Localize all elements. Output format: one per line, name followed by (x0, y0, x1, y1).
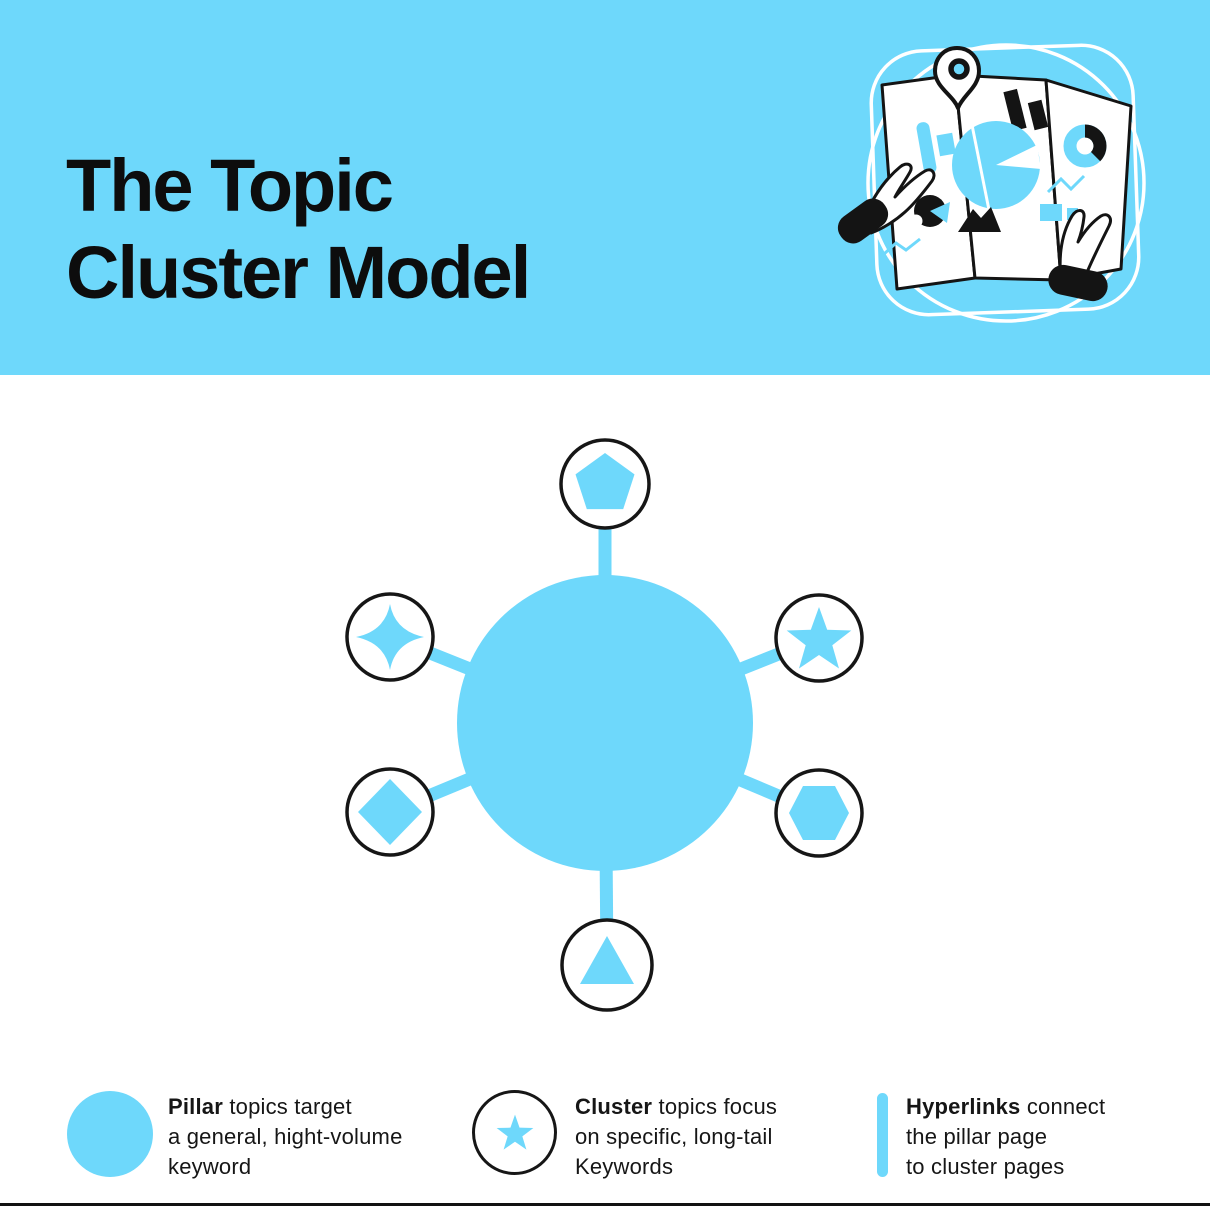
bar-chart-icon (1003, 88, 1027, 132)
mountains-icon (958, 207, 1001, 232)
map-middle-panel-charts (952, 88, 1049, 232)
five-point-star-icon (786, 607, 852, 669)
map-illustration (837, 43, 1146, 323)
pentagon-icon (575, 453, 635, 510)
triangle-icon (580, 936, 634, 984)
legend-cluster-line2: on specific, long-tail (575, 1124, 773, 1149)
five-point-star-icon (496, 1114, 533, 1150)
legend-hyperlinks-line3: to cluster pages (906, 1154, 1065, 1179)
cluster-shapes (356, 453, 852, 984)
map-left-panel-charts (882, 122, 956, 256)
page-title: The Topic Cluster Model (66, 142, 531, 316)
rounded-square-outline (869, 43, 1141, 317)
legend-cluster-lead: Cluster (575, 1094, 653, 1119)
legend-item-cluster: Cluster topics focus on specific, long-t… (575, 1092, 777, 1182)
legend-cluster-star-circle-icon (472, 1090, 557, 1175)
legend-hyperlinks-line1: connect (1026, 1094, 1106, 1119)
hexagon-icon (789, 786, 849, 840)
legend-item-hyperlinks: Hyperlinks connect the pillar page to cl… (906, 1092, 1105, 1182)
legend-cluster-line1: topics focus (658, 1094, 778, 1119)
legend-pillar-line3: keyword (168, 1154, 252, 1179)
hand-left-icon (837, 162, 936, 244)
four-point-star-icon (356, 604, 424, 670)
diamond-icon (358, 779, 422, 845)
legend-item-pillar: Pillar topics target a general, hight-vo… (168, 1092, 403, 1182)
legend-cluster-line3: Keywords (575, 1154, 674, 1179)
hand-right-icon (1048, 209, 1112, 302)
topic-cluster-diagram (345, 438, 864, 1012)
legend-hyperlink-bar-icon (877, 1093, 888, 1177)
location-pin-icon (933, 46, 981, 110)
circle-outline (866, 43, 1146, 323)
page-title-line2: Cluster Model (66, 231, 531, 314)
legend-hyperlinks-line2: the pillar page (906, 1124, 1048, 1149)
legend-hyperlinks-lead: Hyperlinks (906, 1094, 1021, 1119)
legend-pillar-line1: topics target (229, 1094, 352, 1119)
bottom-divider (0, 1203, 1210, 1206)
legend-pillar-circle-icon (67, 1091, 153, 1177)
legend-pillar-line2: a general, hight-volume (168, 1124, 403, 1149)
legend-pillar-lead: Pillar (168, 1094, 224, 1119)
pillar-circle (457, 575, 753, 871)
page-title-line1: The Topic (66, 144, 394, 227)
